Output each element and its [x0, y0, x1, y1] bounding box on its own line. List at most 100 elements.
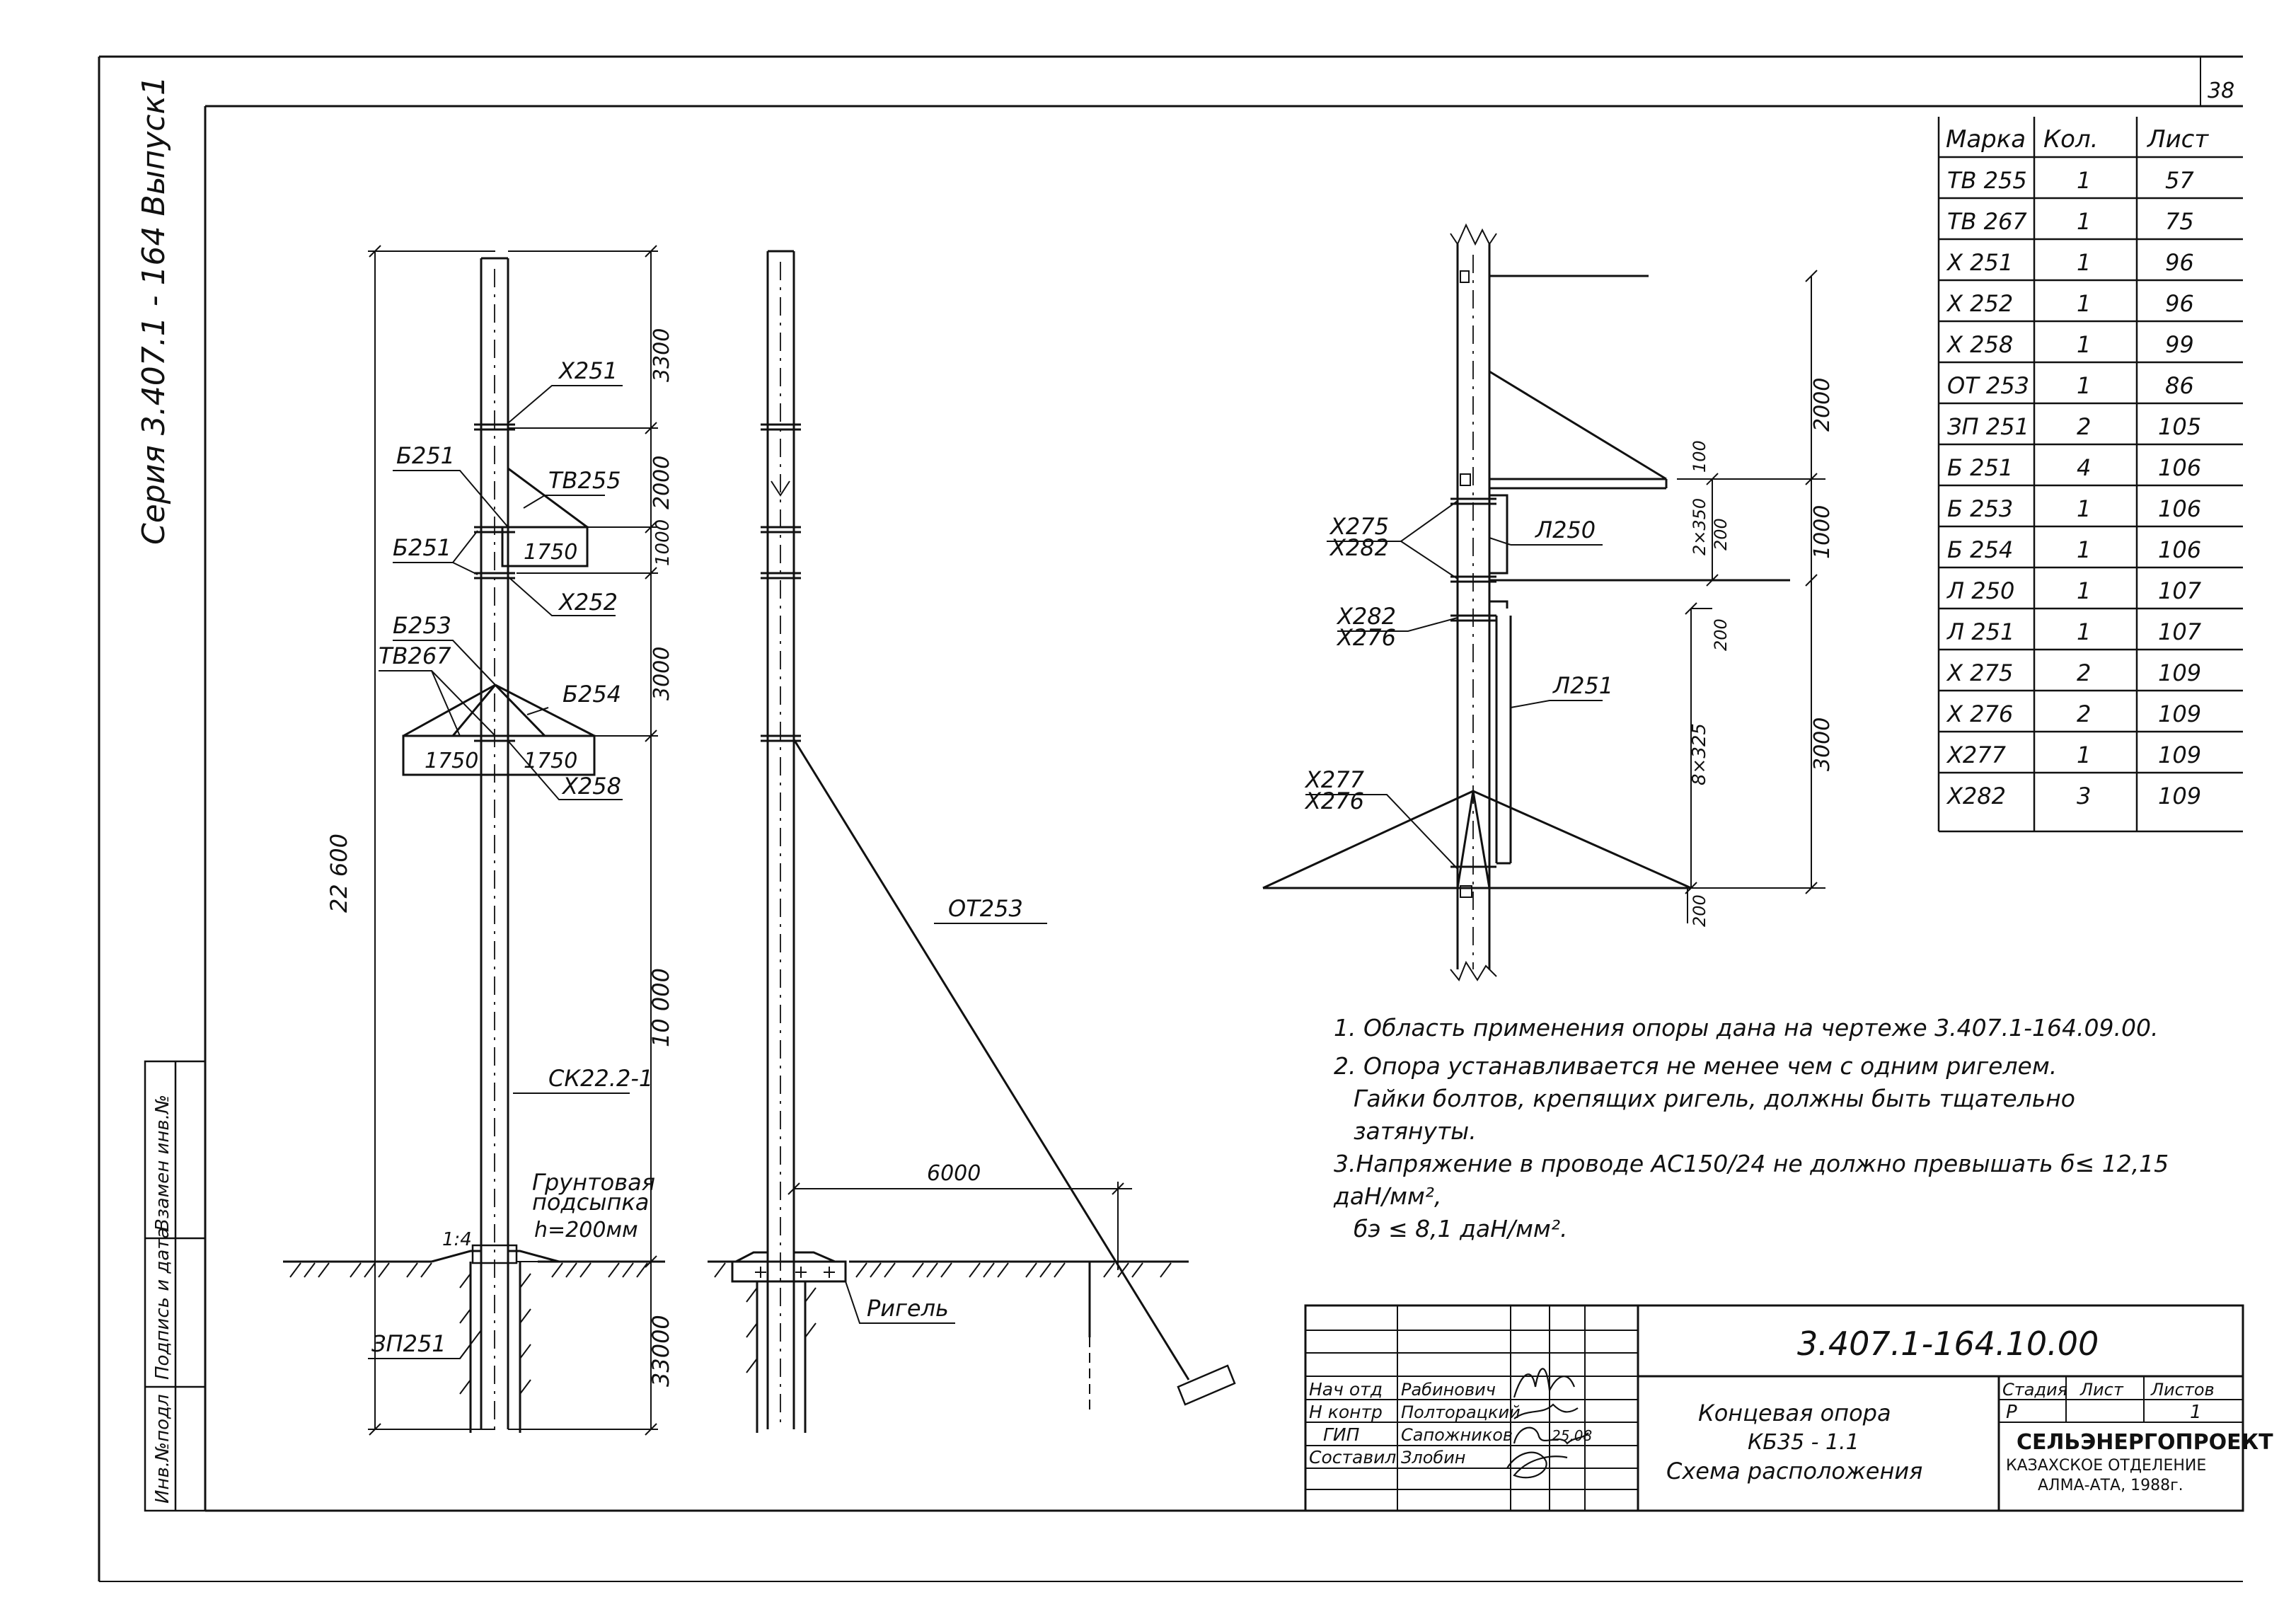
- dim3-100: 100: [1690, 440, 1709, 473]
- svg-text:109: 109: [2158, 659, 2201, 686]
- label-tb267: ТВ267: [379, 642, 451, 669]
- name-2: Сапожников: [1401, 1425, 1513, 1445]
- table-row: Л 250 1 107: [1946, 577, 2202, 604]
- table-row: Л 251 1 107: [1946, 618, 2202, 645]
- table-row: Б 251 4 106: [1947, 454, 2201, 481]
- svg-text:ТВ 267: ТВ 267: [1947, 208, 2027, 235]
- svg-text:107: 107: [2158, 577, 2202, 604]
- svg-text:1: 1: [2077, 618, 2091, 645]
- name-3: Злобин: [1401, 1448, 1466, 1468]
- dim-33000: 33000: [647, 1315, 674, 1387]
- org-name: СЕЛЬЭНЕРГОПРОЕКТ: [2017, 1430, 2273, 1455]
- svg-text:109: 109: [2158, 783, 2201, 809]
- signature-scribbles: [1506, 1368, 1589, 1479]
- sheets-label: Листов: [2150, 1380, 2215, 1400]
- dim-1000: 1000: [652, 519, 674, 566]
- stage-label: Стадия: [2002, 1380, 2067, 1400]
- view1-labels: Х251 Б251 ТВ255 Б251 1750 Х252 Б253 ТВ26…: [325, 328, 674, 1387]
- svg-text:1: 1: [2077, 577, 2091, 604]
- note-2b: Гайки болтов, крепящих ригель, должны бы…: [1354, 1085, 2075, 1112]
- label-x276-mid: Х276: [1336, 624, 1396, 651]
- role-1: Н контр: [1309, 1402, 1383, 1422]
- svg-text:57: 57: [2165, 167, 2194, 194]
- svg-text:1: 1: [2077, 290, 2091, 317]
- svg-text:ЗП 251: ЗП 251: [1947, 413, 2029, 440]
- label-x258: Х258: [561, 773, 621, 800]
- label-rigel: Ригель: [867, 1295, 949, 1322]
- table-row: ЗП 251 2 105: [1947, 413, 2201, 440]
- label-b251-top: Б251: [396, 442, 455, 469]
- svg-text:75: 75: [2165, 208, 2194, 235]
- svg-text:86: 86: [2165, 372, 2194, 399]
- svg-text:2: 2: [2077, 413, 2091, 440]
- svg-text:1: 1: [2077, 742, 2091, 768]
- svg-text:Б 254: Б 254: [1947, 536, 2013, 563]
- svg-text:1: 1: [2077, 372, 2091, 399]
- note-2a: 2. Опора устанавливается не менее чем с …: [1334, 1052, 2058, 1080]
- label-soil3: h=200мм: [534, 1218, 638, 1243]
- table-row: Х282 3 109: [1946, 783, 2201, 809]
- svg-text:105: 105: [2158, 413, 2201, 440]
- view3-leaders: [1305, 500, 1603, 870]
- table-row: Б 254 1 106: [1947, 536, 2201, 563]
- stamp-inv: Инв.№подл: [152, 1394, 173, 1504]
- label-b254: Б254: [563, 681, 621, 708]
- view1-dimensions: [368, 245, 658, 1436]
- label-x282-top: Х282: [1329, 534, 1389, 561]
- svg-text:1: 1: [2077, 536, 2091, 563]
- svg-text:106: 106: [2158, 495, 2201, 522]
- table-row: Х 276 2 109: [1946, 701, 2201, 727]
- label-zp251: ЗП251: [371, 1330, 446, 1357]
- svg-text:99: 99: [2165, 331, 2194, 358]
- notes: 1. Область применения опоры дана на черт…: [1334, 1012, 2218, 1245]
- svg-text:109: 109: [2158, 701, 2201, 727]
- series-label: Серия 3.407.1 - 164 Выпуск1: [136, 76, 172, 545]
- parts-table: Марка Кол. Лист ТВ 255 1 57 ТВ 267 1 75 …: [1937, 117, 2243, 833]
- dim3-3000: 3000: [1810, 717, 1835, 771]
- label-x277: Х277: [1304, 766, 1365, 793]
- note-2c: затянуты.: [1354, 1117, 1477, 1145]
- dim3-2000: 2000: [1810, 378, 1835, 432]
- table-row: Х 252 1 96: [1946, 290, 2194, 317]
- dim-10000: 10 000: [647, 968, 674, 1047]
- dim-6000: 6000: [927, 1161, 981, 1186]
- svg-text:Х 276: Х 276: [1946, 701, 2013, 727]
- svg-text:96: 96: [2165, 249, 2194, 276]
- title-block-text: 3.407.1-164.10.00 Нач отд Н контр ГИП Со…: [1309, 1325, 2273, 1494]
- label-ck: СК22.2-1: [548, 1065, 653, 1092]
- role-0: Нач отд: [1309, 1379, 1383, 1400]
- note-3b: бэ ≤ 8,1 даН/мм².: [1354, 1215, 1568, 1243]
- svg-text:Х282: Х282: [1946, 783, 2006, 809]
- sign-date: 25.08: [1552, 1427, 1592, 1444]
- label-x252: Х252: [558, 589, 618, 616]
- org-city: АЛМА-АТА, 1988г.: [2038, 1477, 2183, 1494]
- dim3-200a: 200: [1711, 518, 1731, 550]
- label-b251-mid: Б251: [393, 534, 451, 561]
- table-row: Х 275 2 109: [1946, 659, 2201, 686]
- view3-dimensions: [1677, 270, 1825, 923]
- label-b253: Б253: [393, 612, 451, 639]
- svg-text:106: 106: [2158, 454, 2201, 481]
- ground-hatch-2: [714, 1262, 1172, 1373]
- view1-pole-front: [283, 257, 665, 1433]
- view1-leaders: [368, 385, 630, 1359]
- label-x251: Х251: [558, 357, 618, 384]
- svg-text:1: 1: [2077, 167, 2091, 194]
- svg-text:Х 252: Х 252: [1946, 290, 2013, 317]
- role-3: Составил: [1309, 1447, 1396, 1468]
- sheet-number: 38: [2208, 79, 2234, 103]
- svg-text:2: 2: [2077, 701, 2091, 727]
- ground-hatch: [289, 1262, 648, 1395]
- label-slope: 1:4: [442, 1229, 472, 1250]
- dim3-1000: 1000: [1810, 505, 1835, 559]
- label-tb255: ТВ255: [548, 467, 621, 494]
- svg-text:Л 251: Л 251: [1946, 618, 2014, 645]
- name-0: Рабинович: [1401, 1380, 1496, 1400]
- drawing-code: 3.407.1-164.10.00: [1797, 1325, 2099, 1363]
- title-line1: Концевая опора: [1698, 1400, 1891, 1426]
- label-l251: Л251: [1552, 672, 1613, 699]
- note-1: 1. Область применения опоры дана на черт…: [1334, 1014, 2159, 1042]
- sheet-frame: [98, 55, 2243, 1582]
- svg-text:1: 1: [2077, 249, 2091, 276]
- name-1: Полторацкий: [1401, 1402, 1521, 1422]
